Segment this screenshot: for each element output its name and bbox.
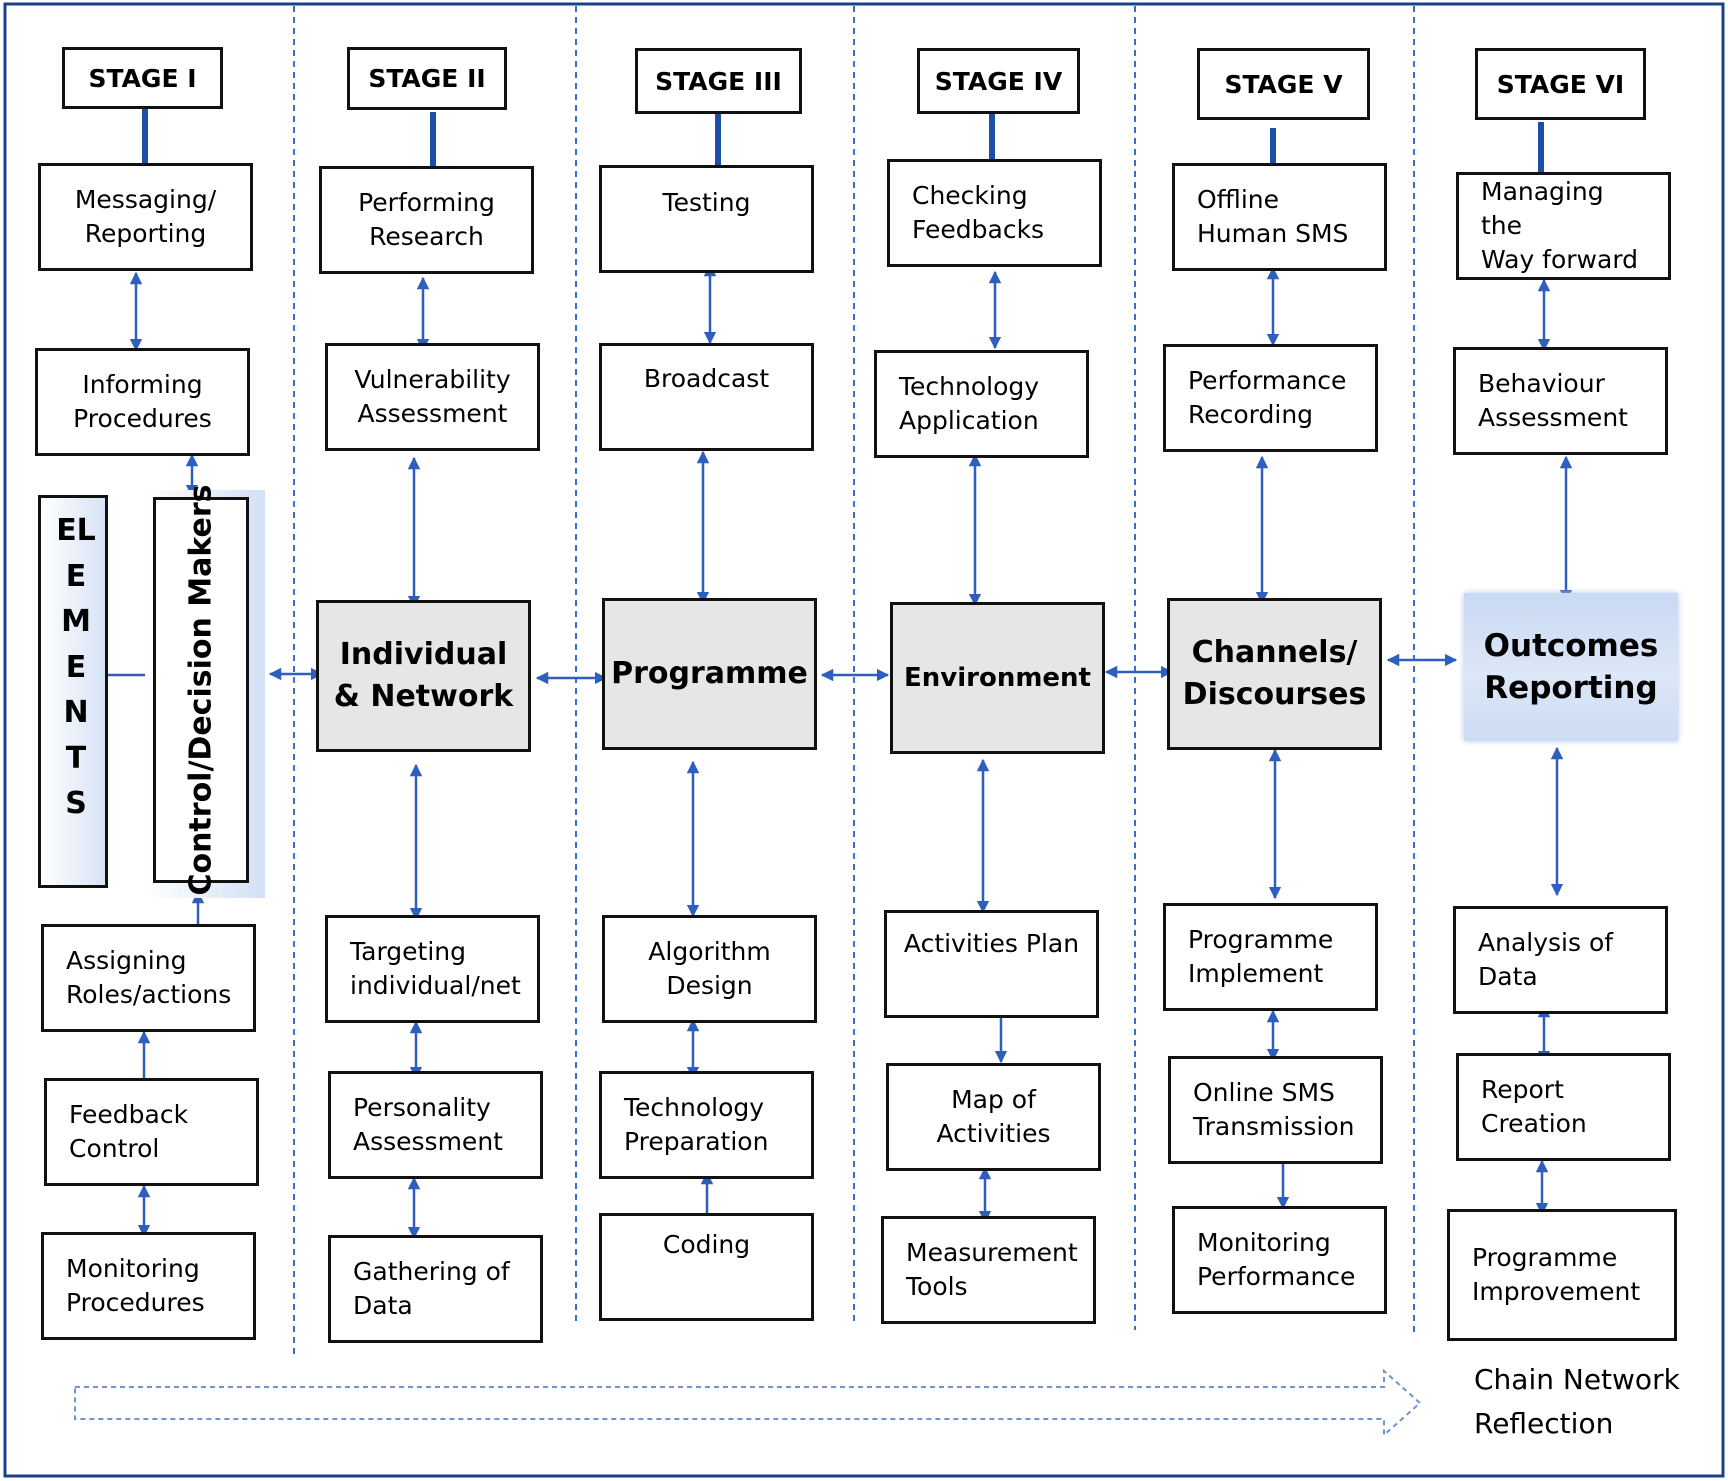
analysis-of-data-box: Analysis of Data <box>1453 906 1668 1014</box>
stage-1-header: STAGE I <box>62 47 223 109</box>
broadcast-box: Broadcast <box>599 343 814 451</box>
chain-arrow <box>74 1368 1422 1438</box>
stage-stems <box>142 108 1544 174</box>
messaging-reporting-box: Messaging/ Reporting <box>38 163 253 271</box>
chain-network-reflection-label: Chain Network Reflection <box>1474 1363 1680 1440</box>
technology-application-box: Technology Application <box>874 350 1089 458</box>
stage-3-header: STAGE III <box>635 48 802 114</box>
online-sms-transmission-box: Online SMS Transmission <box>1168 1056 1383 1164</box>
programme-hub: Programme <box>602 598 817 750</box>
technology-preparation-box: Technology Preparation <box>599 1071 814 1179</box>
algorithm-design-box: Algorithm Design <box>602 915 817 1023</box>
horizontal-arrows <box>268 653 1458 685</box>
stage-2-header: STAGE II <box>347 47 507 110</box>
control-decision-makers-box: Control/Decision Makers <box>153 484 249 896</box>
behaviour-assessment-box: Behaviour Assessment <box>1453 347 1668 455</box>
assigning-roles-box: Assigning Roles/actions <box>41 924 256 1032</box>
performance-recording-box: Performance Recording <box>1163 344 1378 452</box>
feedback-control-box: Feedback Control <box>44 1078 259 1186</box>
measurement-tools-box: Measurement Tools <box>881 1216 1096 1324</box>
stage-5-header: STAGE V <box>1197 48 1370 120</box>
informing-procedures-box: Informing Procedures <box>35 348 250 456</box>
checking-feedbacks-box: Checking Feedbacks <box>887 159 1102 267</box>
offline-human-sms-box: Offline Human SMS <box>1172 163 1387 271</box>
personality-assessment-box: Personality Assessment <box>328 1071 543 1179</box>
monitoring-performance-box: Monitoring Performance <box>1172 1206 1387 1314</box>
coding-box: Coding <box>599 1213 814 1321</box>
elements-label-box: ELEMENTS <box>38 495 108 888</box>
report-creation-box: Report Creation <box>1456 1053 1671 1161</box>
testing-box: Testing <box>599 165 814 273</box>
targeting-individual-box: Targeting individual/net <box>325 915 540 1023</box>
individual-network-hub: Individual & Network <box>316 600 531 752</box>
programme-implement-box: Programme Implement <box>1163 903 1378 1011</box>
control-decision-makers-label: Control/Decision Makers <box>183 484 219 896</box>
map-of-activities-box: Map of Activities <box>886 1063 1101 1171</box>
outcomes-reporting-hub: Outcomes Reporting <box>1464 593 1678 741</box>
environment-hub: Environment <box>890 602 1105 754</box>
managing-the-way-forward-box: Managing the Way forward <box>1456 172 1671 280</box>
stage-4-header: STAGE IV <box>917 48 1080 114</box>
channels-discourses-hub: Channels/ Discourses <box>1167 598 1382 750</box>
vulnerability-assessment-box: Vulnerability Assessment <box>325 343 540 451</box>
stage-6-header: STAGE VI <box>1475 48 1646 120</box>
outer-frame <box>3 2 1725 1478</box>
monitoring-procedures-box: Monitoring Procedures <box>41 1232 256 1340</box>
programme-improvement-box: Programme Improvement <box>1447 1209 1677 1341</box>
elements-label: ELEMENTS <box>56 513 96 821</box>
activities-plan-box: Activities Plan <box>884 910 1099 1018</box>
performing-research-box: Performing Research <box>319 166 534 274</box>
gathering-of-data-box: Gathering of Data <box>328 1235 543 1343</box>
